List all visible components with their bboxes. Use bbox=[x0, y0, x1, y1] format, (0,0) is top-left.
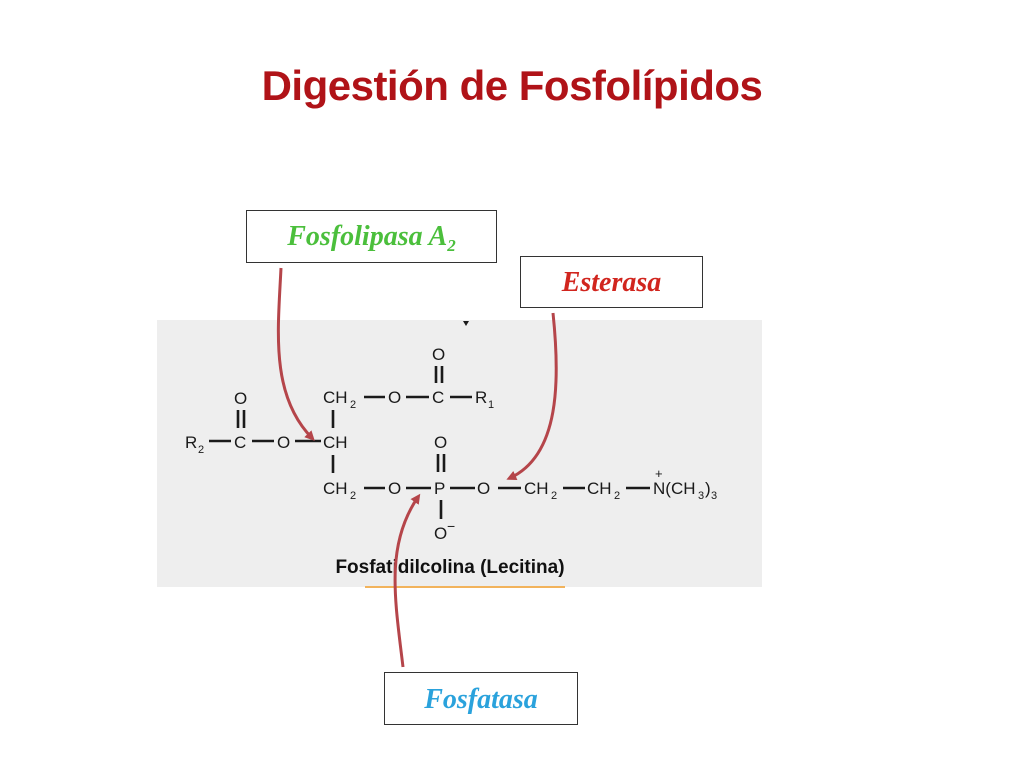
phosphatase-label: Fosfatasa bbox=[384, 672, 578, 725]
slide-title: Digestión de Fosfolípidos bbox=[261, 62, 763, 109]
atom-o-ester-top: O bbox=[388, 388, 401, 407]
atom-ch2-top: CH bbox=[323, 388, 348, 407]
atom-n: N(CH bbox=[653, 479, 696, 498]
esterase-label: Esterasa bbox=[520, 256, 703, 308]
sub-3: 3 bbox=[711, 490, 717, 502]
atom-r1: R bbox=[475, 388, 487, 407]
atom-o-minus-charge: − bbox=[447, 518, 455, 534]
sub-3: 3 bbox=[698, 490, 704, 502]
phospholipase-subscript: 2 bbox=[447, 236, 456, 255]
phospholipase-name: Fosfolipasa A bbox=[287, 221, 448, 252]
phosphatidylcholine-structure: O CH 2 O C R 1 O R 2 C O CH O CH 2 O P O… bbox=[185, 321, 717, 543]
atom-ch2-b: CH bbox=[587, 479, 612, 498]
molecule-caption: Fosfatidilcolina (Lecitina) bbox=[335, 557, 565, 578]
caption-underline bbox=[365, 586, 565, 588]
molecule-panel bbox=[157, 320, 762, 587]
sub-2: 2 bbox=[350, 490, 356, 502]
atom-o-p-top: O bbox=[434, 433, 447, 452]
sub-2: 2 bbox=[551, 490, 557, 502]
atom-o-top: O bbox=[432, 345, 445, 364]
sub-2: 2 bbox=[614, 490, 620, 502]
atom-o-ester-bottom: O bbox=[388, 479, 401, 498]
atom-ch2-bottom: CH bbox=[323, 479, 348, 498]
atom-c-left: C bbox=[234, 433, 246, 452]
sub-2: 2 bbox=[350, 399, 356, 411]
atom-c-top: C bbox=[432, 388, 444, 407]
atom-n-close: ) bbox=[705, 479, 711, 498]
atom-ch2-a: CH bbox=[524, 479, 549, 498]
atom-o-left: O bbox=[234, 389, 247, 408]
sub-1: 1 bbox=[488, 399, 494, 411]
atom-n-charge: + bbox=[655, 466, 663, 481]
atom-ch: CH bbox=[323, 433, 348, 452]
atom-p: P bbox=[434, 479, 445, 498]
atom-r2: R bbox=[185, 433, 197, 452]
phospholipase-a2-label: Fosfolipasa A2 bbox=[246, 210, 497, 263]
atom-o-minus: O bbox=[434, 524, 447, 543]
atom-o-p-right: O bbox=[477, 479, 490, 498]
sub-2: 2 bbox=[198, 444, 204, 456]
atom-o-ester-mid: O bbox=[277, 433, 290, 452]
mark bbox=[463, 321, 469, 326]
